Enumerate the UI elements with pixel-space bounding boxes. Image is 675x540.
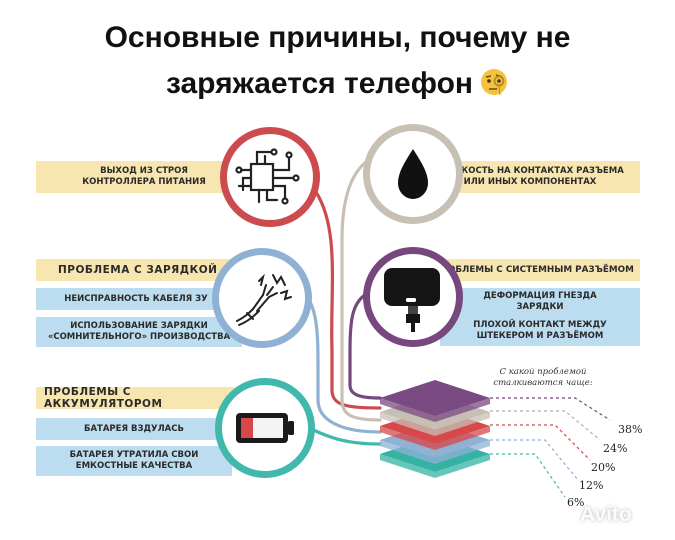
circuit-icon	[235, 148, 300, 205]
dubious-charger-band: Использование зарядки «сомнительного» пр…	[36, 317, 242, 347]
stat-value-3: 20%	[591, 461, 616, 474]
cable-fault-band: Неисправность кабеля ЗУ	[36, 288, 236, 310]
charging-problem-header: Проблема с зарядкой	[36, 259, 250, 281]
layer-side-1	[380, 398, 490, 422]
socket-deformation-band: Деформация гнезда зарядки	[440, 288, 640, 316]
monocle-face-icon	[481, 69, 508, 96]
battery-problem-label: Проблемы с аккумулятором	[44, 386, 163, 410]
problem-layers-stack	[380, 380, 490, 478]
battery-capacity-label: Батарея утратила свои емкостные качества	[69, 450, 199, 471]
charging-circle	[212, 248, 312, 348]
page-title-line-2: заряжается телефон	[0, 66, 675, 102]
connector-problem-header: Проблемы с системным разъёмом	[428, 259, 640, 281]
battery-capacity-band: Батарея утратила свои емкостные качества	[36, 446, 232, 476]
controller-failure-label: Выход из строя контроллера питания	[82, 166, 206, 187]
battery-problem-header: Проблемы с аккумулятором	[36, 386, 248, 410]
socket-deformation-label: Деформация гнезда зарядки	[483, 291, 597, 312]
battery-circle	[215, 378, 315, 478]
connector-circle	[363, 247, 463, 347]
connector-problem-label: Проблемы с системным разъёмом	[434, 264, 634, 275]
stat-value-4: 12%	[579, 479, 604, 492]
bad-contact-label: Плохой контакт между штекером и разъёмом	[473, 320, 607, 341]
controller-failure-band: Выход из строя контроллера питания	[36, 161, 252, 193]
stat-value-5: 6%	[567, 496, 585, 509]
stats-caption: С какой проблемой сталкиваются чаще:	[493, 367, 593, 388]
cable-fault-label: Неисправность кабеля ЗУ	[64, 293, 208, 304]
dubious-charger-label: Использование зарядки «сомнительного» пр…	[47, 321, 231, 342]
liquid-circle	[363, 124, 463, 224]
drop-icon	[398, 149, 428, 199]
charging-problem-label: Проблема с зарядкой	[58, 264, 218, 276]
stat-value-1: 38%	[618, 423, 643, 436]
phone-connector-icon	[384, 268, 440, 332]
bad-contact-band: Плохой контакт между штекером и разъёмом	[440, 316, 640, 346]
broken-cable-icon	[236, 273, 292, 326]
layer-side-2	[380, 412, 490, 436]
controller-circle	[220, 127, 320, 227]
battery-swollen-band: Батарея вздулась	[36, 418, 232, 440]
layer-side-3	[380, 426, 490, 450]
battery-swollen-label: Батарея вздулась	[84, 423, 184, 434]
layer-1	[380, 380, 490, 416]
liquid-contacts-label: Жидкость на контактах разъема или иных к…	[436, 166, 624, 187]
stat-value-2: 24%	[603, 442, 628, 455]
avito-watermark: Avito	[580, 503, 632, 526]
layer-side-5	[380, 454, 490, 478]
low-battery-icon	[236, 413, 294, 443]
layer-side-4	[380, 440, 490, 464]
page-title-line-1: Основные причины, почему не	[104, 21, 571, 54]
